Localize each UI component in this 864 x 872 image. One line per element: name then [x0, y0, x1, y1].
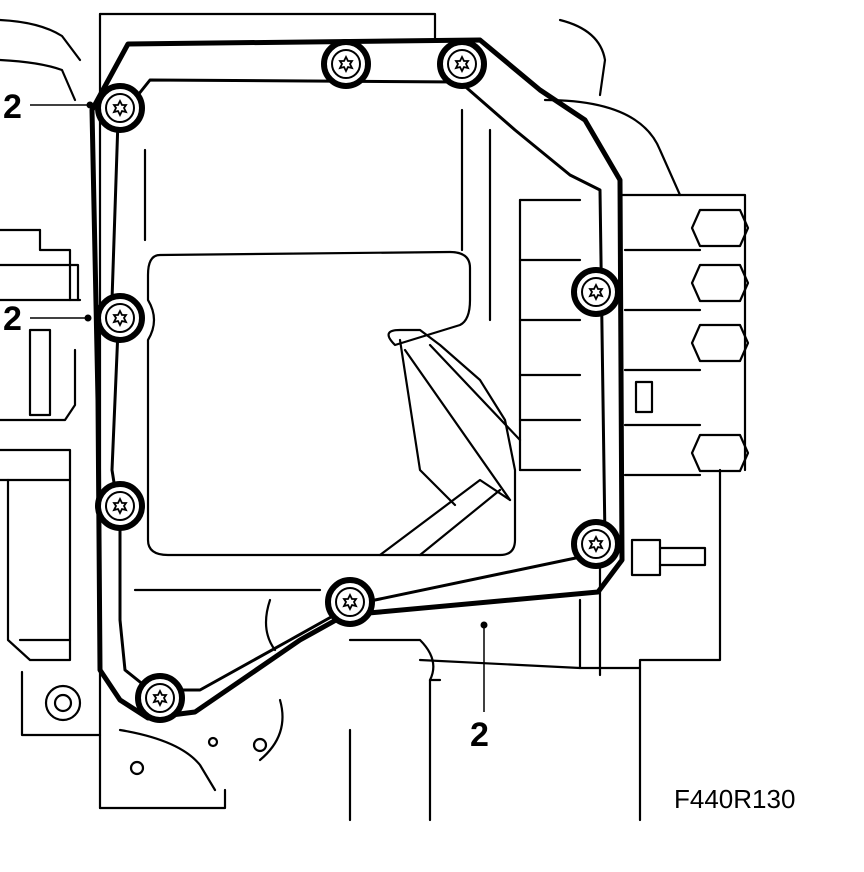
callout-label: 2: [3, 300, 22, 338]
transmission-housing: [0, 12, 750, 822]
figure-id: F440R130: [674, 784, 795, 814]
pan-bolts: [95, 39, 621, 723]
bolt-icon: [571, 519, 621, 569]
bolt-icon: [321, 39, 371, 89]
bolt-icon: [571, 267, 621, 317]
bolt-icon: [95, 83, 145, 133]
bolt-icon: [95, 293, 145, 343]
bolt-icon: [135, 673, 185, 723]
bolt-icon: [95, 481, 145, 531]
callout-label: 2: [470, 716, 489, 754]
callout-label: 2: [3, 88, 22, 126]
bolt-icon: [437, 39, 487, 89]
oil-pan-body: [110, 78, 607, 692]
callout-leaders: [30, 101, 488, 712]
bolt-icon: [325, 577, 375, 627]
